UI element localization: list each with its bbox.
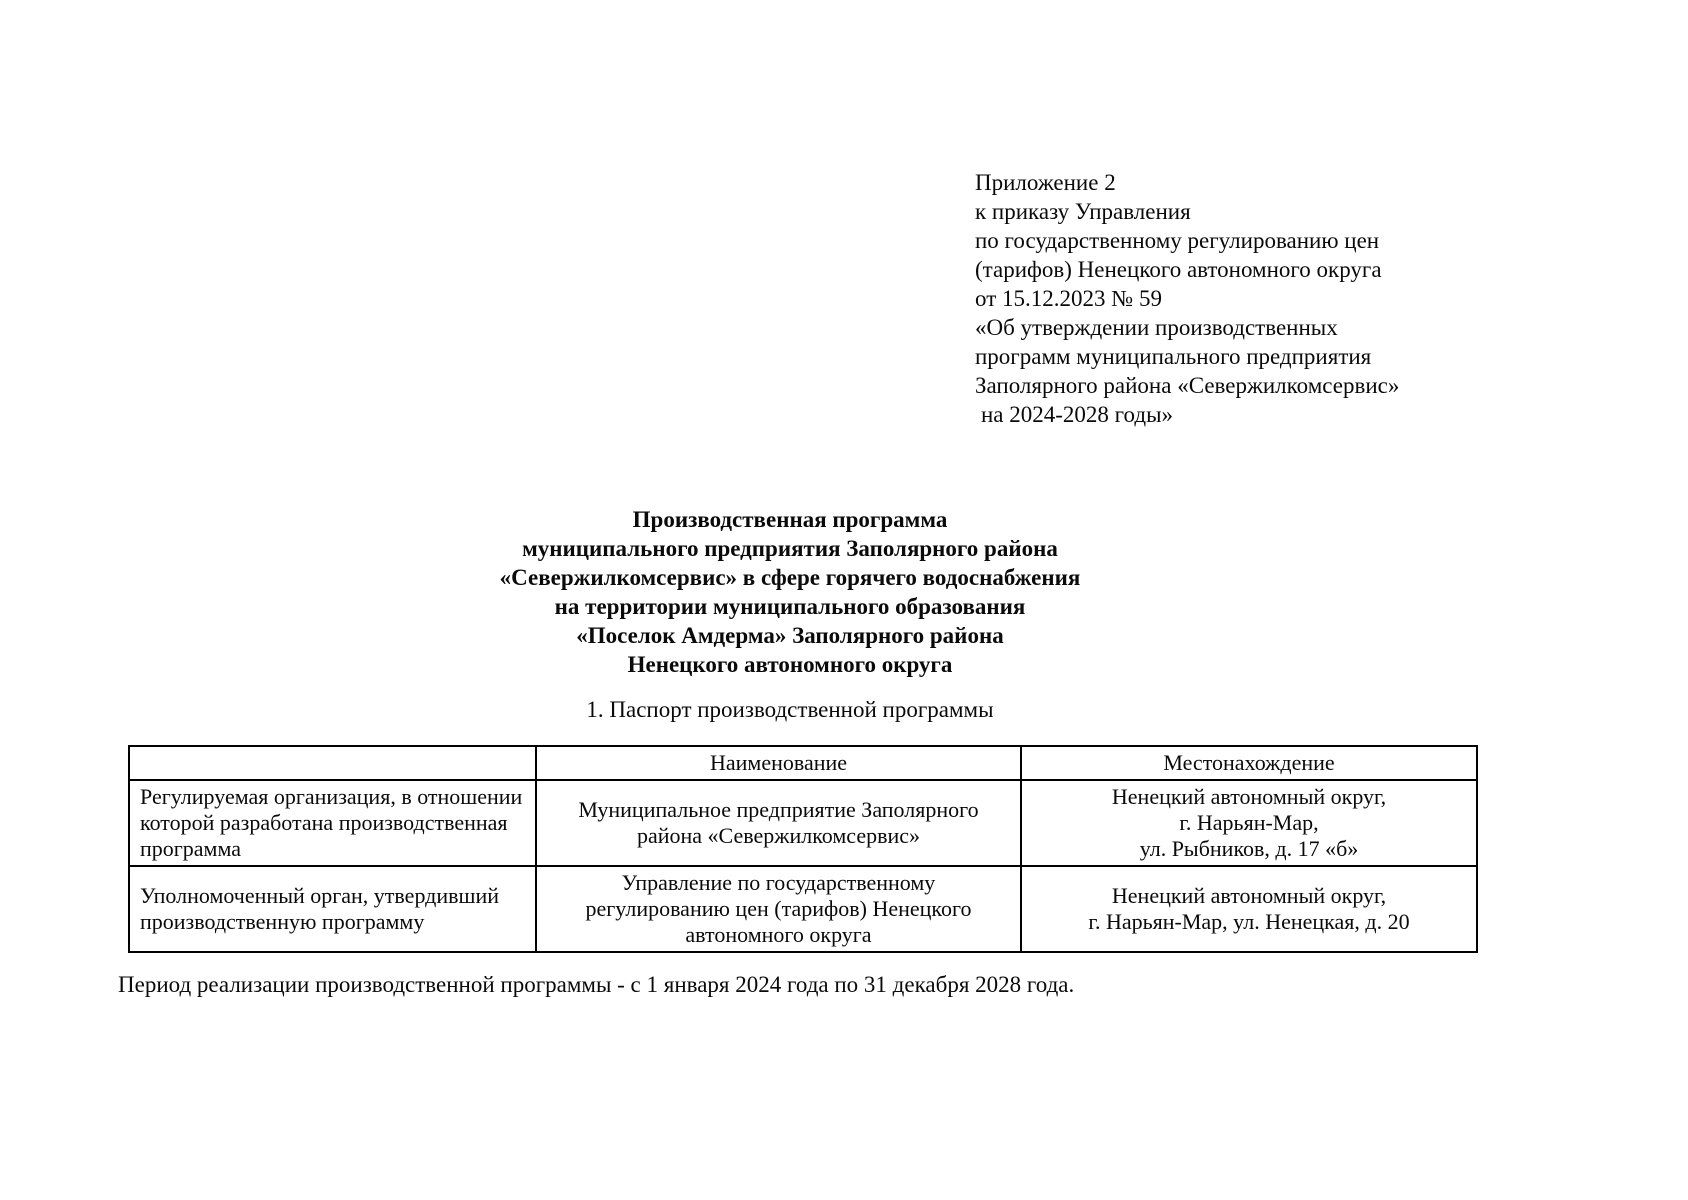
row-location-cell: Ненецкий автономный округ, г. Нарьян-Мар… <box>1020 779 1478 867</box>
reference-line: от 15.12.2023 № 59 <box>975 286 1162 311</box>
section-heading: 1. Паспорт производственной программы <box>586 697 994 722</box>
title-line: «Поселок Амдерма» Заполярного района <box>576 623 1004 648</box>
table-header-name: Наименование <box>535 745 1022 781</box>
title-line: Ненецкого автономного округа <box>627 652 953 677</box>
reference-line: Заполярного района «Севержилкомсервис» <box>975 373 1400 398</box>
reference-line: Приложение 2 <box>975 170 1116 195</box>
table-header-empty <box>128 745 537 781</box>
row-location-cell: Ненецкий автономный округ, г. Нарьян-Мар… <box>1020 865 1478 953</box>
title-line: «Севержилкомсервис» в сфере горячего вод… <box>499 565 1081 590</box>
reference-line: (тарифов) Ненецкого автономного округа <box>975 257 1382 282</box>
row-label-cell: Регулируемая организация, в отношении ко… <box>128 779 537 867</box>
title-line: муниципального предприятия Заполярного р… <box>522 536 1058 561</box>
table-header-row: Наименование Местонахождение <box>128 745 1478 781</box>
reference-block: Приложение 2 к приказу Управления по гос… <box>975 168 1465 429</box>
reference-line: программ муниципального предприятия <box>975 344 1372 369</box>
row-name-cell: Управление по государственному регулиров… <box>535 865 1022 953</box>
table-header-location: Местонахождение <box>1020 745 1478 781</box>
reference-line: на 2024-2028 годы» <box>981 402 1174 427</box>
reference-line: к приказу Управления <box>975 199 1191 224</box>
title-line: Производственная программа <box>632 507 948 532</box>
row-name-cell: Муниципальное предприятие Заполярного ра… <box>535 779 1022 867</box>
passport-table: Наименование Местонахождение Регулируема… <box>128 745 1478 953</box>
title-line: на территории муниципального образования <box>554 594 1026 619</box>
document-title: Производственная программа муниципальног… <box>190 505 1390 679</box>
period-text: Период реализации производственной прогр… <box>118 972 1075 997</box>
reference-line: «Об утверждении производственных <box>975 315 1338 340</box>
row-label-cell: Уполномоченный орган, утвердивший произв… <box>128 865 537 953</box>
reference-line: по государственному регулированию цен <box>975 228 1380 253</box>
table-row: Регулируемая организация, в отношении ко… <box>128 779 1478 867</box>
table-row: Уполномоченный орган, утвердивший произв… <box>128 865 1478 953</box>
